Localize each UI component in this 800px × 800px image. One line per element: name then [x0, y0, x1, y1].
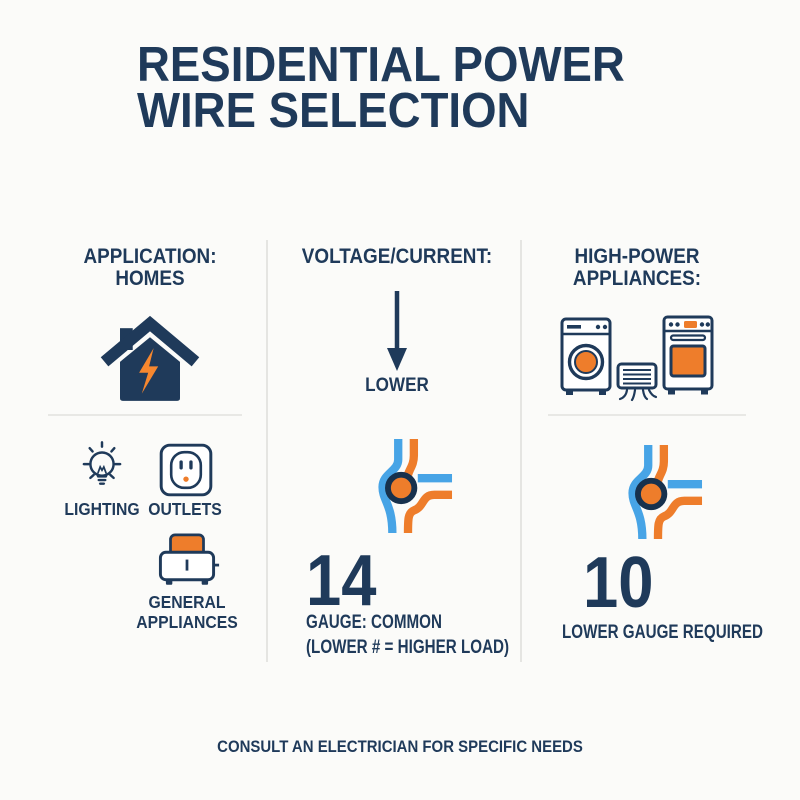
wire-junction-icon [378, 439, 453, 534]
general-appliances-label-line1: GENERAL [148, 592, 226, 612]
gauge-value-common: 14 [306, 541, 377, 621]
high-power-header-line2: APPLIANCES: [572, 267, 702, 290]
application-header-line1: APPLICATION: [83, 245, 217, 268]
gauge-value-high-power: 10 [583, 543, 654, 623]
application-header-line2: HOMES [115, 267, 185, 290]
lower-gauge-caption: LOWER GAUGE REQUIRED [562, 622, 763, 643]
oven-icon [662, 315, 714, 395]
lower-arrow-label: LOWER [365, 375, 429, 396]
lighting-label: LIGHTING [64, 499, 140, 519]
air-conditioner-icon [616, 362, 658, 402]
gauge-common-caption: GAUGE: COMMON (LOWER # = HIGHER LOAD) [306, 610, 509, 660]
general-appliances-label-line2: APPLIANCES [136, 612, 238, 632]
wire-junction-icon [628, 445, 703, 540]
column-divider-left [266, 240, 268, 662]
footer-disclaimer: CONSULT AN ELECTRICIAN FOR SPECIFIC NEED… [217, 737, 583, 756]
washing-machine-icon [560, 317, 612, 395]
page-title-line1: RESIDENTIAL POWER [137, 38, 625, 92]
column-divider-right [520, 240, 522, 662]
house-lightning-icon [100, 315, 200, 401]
outlet-icon [159, 443, 213, 497]
high-power-header: HIGH-POWER APPLIANCES: [539, 246, 735, 290]
gauge-common-caption-line1: GAUGE: COMMON [306, 612, 442, 633]
lightbulb-icon [82, 441, 122, 485]
application-header: APPLICATION: HOMES [51, 246, 249, 290]
page-title: RESIDENTIAL POWER WIRE SELECTION [137, 38, 625, 138]
toaster-icon [158, 533, 220, 585]
application-section-divider [48, 414, 242, 416]
outlets-label: OUTLETS [148, 499, 222, 519]
page-title-line2: WIRE SELECTION [137, 84, 530, 138]
high-power-header-line1: HIGH-POWER [574, 245, 700, 268]
voltage-current-header: VOLTAGE/CURRENT: [301, 245, 493, 268]
gauge-common-caption-line2: (LOWER # = HIGHER LOAD) [306, 637, 510, 658]
high-power-section-divider [548, 414, 746, 416]
general-appliances-label: GENERAL APPLIANCES [133, 592, 241, 632]
down-arrow-icon [387, 291, 407, 371]
